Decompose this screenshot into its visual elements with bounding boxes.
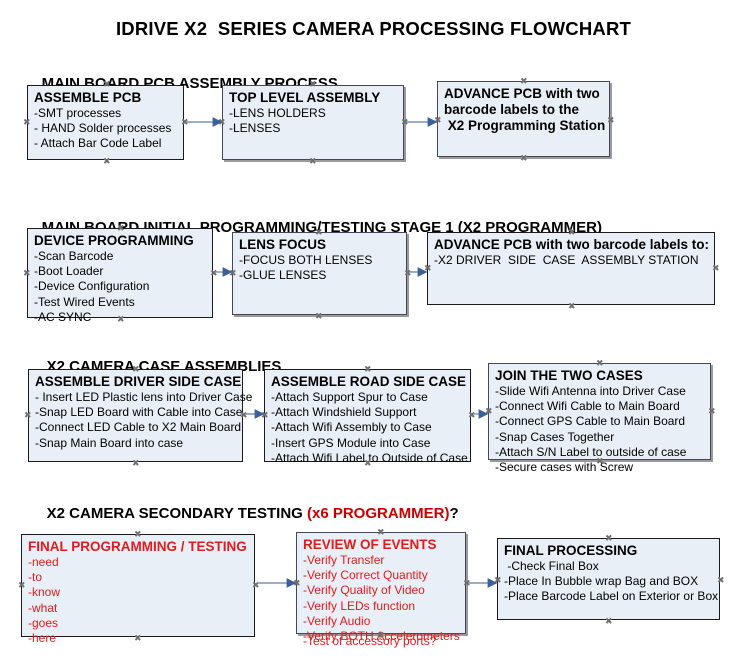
node-line: -Check Final Box — [504, 559, 599, 573]
node-line: -Connect GPS Cable to Main Board — [495, 414, 686, 429]
section-heading-suffix: ? — [449, 505, 459, 522]
node-assemble-pcb[interactable]: ASSEMBLE PCB -SMT processes - HAND Solde… — [27, 85, 184, 160]
node-line: -Slide Wifi Antenna into Driver Case — [495, 384, 686, 398]
node-heading: DEVICE PROGRAMMING — [34, 233, 194, 248]
node-line: -Verify Transfer — [303, 553, 385, 567]
node-line: -Verify Audio — [303, 613, 371, 628]
node-line: -Test Wired Events — [34, 294, 135, 309]
node-heading: ASSEMBLE PCB — [34, 90, 142, 105]
node-line: -Boot Loader — [34, 264, 104, 279]
node-line: -X2 DRIVER SIDE CASE ASSEMBLY STATION — [434, 253, 699, 267]
node-line: - HAND Solder processes — [34, 121, 172, 136]
node-line: -what — [28, 600, 58, 615]
node-line: -Attach S/N Label to outside of case — [495, 444, 687, 459]
node-final-programming-testing[interactable]: FINAL PROGRAMMING / TESTING -need -to -k… — [21, 534, 255, 645]
section-heading-x2-camera-secondary-testing: X2 CAMERA SECONDARY TESTING (x6 PROGRAMM… — [30, 488, 459, 539]
node-advance-pcb-x2-programming-station[interactable]: ADVANCE PCB with two barcode labels to t… — [437, 81, 610, 157]
node-line: -Connect LED Cable to X2 Main Board — [35, 420, 242, 435]
node-line: -need — [28, 555, 59, 569]
node-review-of-events[interactable]: REVIEW OF EVENTS -Verify Transfer -Verif… — [296, 532, 466, 648]
node-line: -Snap Cases Together — [495, 429, 615, 444]
node-heading: TOP LEVEL ASSEMBLY — [229, 90, 381, 105]
node-line: -Verify Correct Quantity — [303, 568, 428, 583]
page-title: IDRIVE X2 SERIES CAMERA PROCESSING FLOWC… — [115, 18, 632, 39]
node-heading: REVIEW OF EVENTS — [303, 537, 437, 552]
node-line: -AC SYNC — [34, 309, 92, 324]
node-device-programming[interactable]: DEVICE PROGRAMMING -Scan Barcode -Boot L… — [27, 228, 213, 324]
node-join-the-two-cases[interactable]: JOIN THE TWO CASES -Slide Wifi Antenna i… — [488, 363, 711, 474]
node-heading: FINAL PROGRAMMING / TESTING — [28, 539, 247, 554]
node-heading: ADVANCE PCB with two barcode labels to: — [434, 237, 710, 252]
node-heading: ASSEMBLE ROAD SIDE CASE — [271, 374, 467, 389]
node-heading: ASSEMBLE DRIVER SIDE CASE — [35, 374, 242, 389]
node-top-level-assembly[interactable]: TOP LEVEL ASSEMBLY -LENS HOLDERS -LENSES — [222, 85, 404, 160]
node-line: -FOCUS BOTH LENSES — [239, 253, 373, 267]
node-line: -Connect Wifi Cable to Main Board — [495, 399, 680, 414]
node-line: -Attach Support Spur to Case — [271, 390, 428, 404]
node-line: -to — [28, 570, 43, 585]
node-line: -know — [28, 585, 61, 600]
node-line: -Snap Main Board into case — [35, 435, 184, 450]
node-heading: ADVANCE PCB with two barcode labels to t… — [444, 86, 606, 133]
node-assemble-road-side-case[interactable]: ASSEMBLE ROAD SIDE CASE -Attach Support … — [264, 369, 471, 465]
node-line: -Insert GPS Module into Case — [271, 435, 431, 450]
node-line-overflow: -Test of accessory ports? — [303, 633, 437, 648]
node-advance-pcb-driver-side-case[interactable]: ADVANCE PCB with two barcode labels to: … — [427, 232, 715, 305]
node-line: -here — [28, 631, 57, 646]
node-line: -goes — [28, 615, 59, 630]
node-final-processing[interactable]: FINAL PROCESSING -Check Final Box -Place… — [497, 538, 720, 620]
node-line: -Verify Quality of Video — [303, 583, 425, 598]
node-line: - Attach Bar Code Label — [34, 136, 162, 151]
section-heading-text: X2 CAMERA SECONDARY TESTING — [46, 505, 307, 522]
node-line: -Verify BOTH Accelerometers — [303, 629, 460, 644]
node-line: -Place Barcode Label on Exterior or Box — [504, 589, 719, 604]
node-line: -SMT processes — [34, 106, 122, 120]
node-line: -Attach Windshield Support — [271, 405, 417, 420]
node-line: - Insert LED Plastic lens into Driver Ca… — [35, 390, 253, 404]
node-line: -Place In Bubble wrap Bag and BOX — [504, 574, 699, 589]
node-heading: FINAL PROCESSING — [504, 543, 638, 558]
node-line: -GLUE LENSES — [239, 268, 327, 283]
node-line: -Scan Barcode — [34, 249, 114, 263]
node-line: -Snap LED Board with Cable into Case — [35, 405, 243, 420]
node-heading: JOIN THE TWO CASES — [495, 368, 643, 383]
node-lens-focus[interactable]: LENS FOCUS -FOCUS BOTH LENSES -GLUE LENS… — [232, 232, 407, 315]
node-heading: LENS FOCUS — [239, 237, 327, 252]
node-line: -Device Configuration — [34, 279, 150, 294]
section-heading-accent: (x6 PROGRAMMER) — [306, 505, 450, 522]
node-line: -LENS HOLDERS — [229, 106, 326, 120]
node-line: -Secure cases with Screw — [495, 460, 634, 475]
node-line: -Verify LEDs function — [303, 598, 416, 613]
node-line: -LENSES — [229, 121, 281, 136]
node-line: -Attach Wifi Label to Outside of Case — [271, 450, 468, 465]
node-assemble-driver-side-case[interactable]: ASSEMBLE DRIVER SIDE CASE - Insert LED P… — [28, 369, 253, 462]
node-line: -Attach Wifi Assembly to Case — [271, 420, 432, 435]
